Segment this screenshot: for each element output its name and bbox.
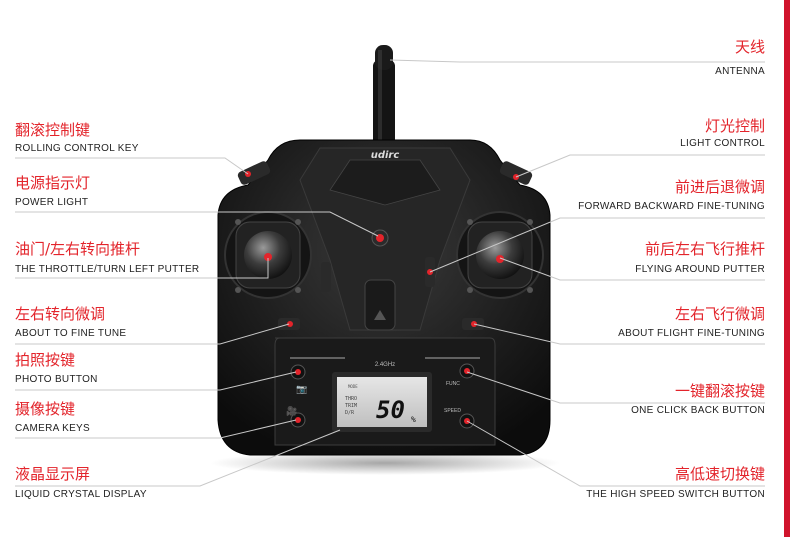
label-throttle-en: THE THROTTLE/TURN LEFT PUTTER xyxy=(15,264,200,275)
label-flying-zh: 前后左右飞行推杆 xyxy=(644,240,765,258)
label-oneclick-en: ONE CLICK BACK BUTTON xyxy=(631,405,765,416)
label-oneclick-zh: 一键翻滚按键 xyxy=(674,382,765,400)
label-throttle-zh: 油门/左右转向推杆 xyxy=(15,240,141,258)
lcd-value: 50 xyxy=(376,396,405,424)
label-camera-zh: 摄像按键 xyxy=(15,400,76,418)
left-stick-marker xyxy=(264,253,272,261)
label-photo-en: PHOTO BUTTON xyxy=(15,374,98,385)
left-trim-slider xyxy=(321,262,331,292)
label-flightfine-en: ABOUT FLIGHT FINE-TUNING xyxy=(618,328,765,339)
photo-icon: 📷 xyxy=(296,385,307,395)
label-rolling-en: ROLLING CONTROL KEY xyxy=(15,143,139,154)
label-antenna-zh: 天线 xyxy=(734,38,765,56)
right-gimbal xyxy=(456,211,544,299)
label-light-en: LIGHT CONTROL xyxy=(680,138,765,149)
light-shoulder-button xyxy=(499,161,533,185)
lcd-label-thro: THRO xyxy=(345,396,357,402)
label-speed-zh: 高低速切换键 xyxy=(674,465,765,483)
right-stick-marker xyxy=(496,255,504,263)
lcd-label-trim: TRIM xyxy=(345,403,357,409)
label-light-zh: 灯光控制 xyxy=(704,117,765,135)
label-fwd-en: FORWARD BACKWARD FINE-TUNING xyxy=(578,201,765,212)
label-finetune-zh: 左右转向微调 xyxy=(15,305,106,323)
label-speed-en: THE HIGH SPEED SWITCH BUTTON xyxy=(586,489,765,500)
label-camera-en: CAMERA KEYS xyxy=(15,423,90,434)
label-antenna-en: ANTENNA xyxy=(715,66,765,77)
label-flying-en: FLYING AROUND PUTTER xyxy=(635,264,765,275)
label-fwd-zh: 前进后退微调 xyxy=(674,178,765,196)
callout-lines xyxy=(15,59,765,487)
label-power-en: POWER LIGHT xyxy=(15,197,89,208)
lcd-screen xyxy=(337,377,427,427)
speed-label: SPEED xyxy=(444,408,461,414)
label-finetune-en: ABOUT TO FINE TUNE xyxy=(15,328,127,339)
label-lcd-en: LIQUID CRYSTAL DISPLAY xyxy=(15,489,147,500)
brand-logo: udirc xyxy=(371,150,400,161)
label-photo-zh: 拍照按键 xyxy=(15,351,76,369)
func-label: FUNC xyxy=(446,381,460,387)
chevron-emblem xyxy=(329,159,441,206)
antenna xyxy=(373,45,395,150)
left-gimbal xyxy=(224,211,312,299)
band-label: 2.4GHz xyxy=(375,362,395,368)
lcd-label-dr: D/R xyxy=(345,410,355,416)
lcd-unit: % xyxy=(411,415,416,424)
label-flightfine-zh: 左右飞行微调 xyxy=(674,305,765,323)
label-lcd-zh: 液晶显示屏 xyxy=(15,465,91,483)
right-edge-bar xyxy=(784,0,790,537)
lcd-mode: MODE xyxy=(348,384,358,389)
floor-shadow xyxy=(210,451,560,475)
center-switch xyxy=(364,279,396,331)
rolling-shoulder-button xyxy=(237,161,271,185)
label-power-zh: 电源指示灯 xyxy=(15,174,91,192)
label-rolling-zh: 翻滚控制键 xyxy=(15,121,91,139)
video-icon: 🎥 xyxy=(286,405,297,417)
